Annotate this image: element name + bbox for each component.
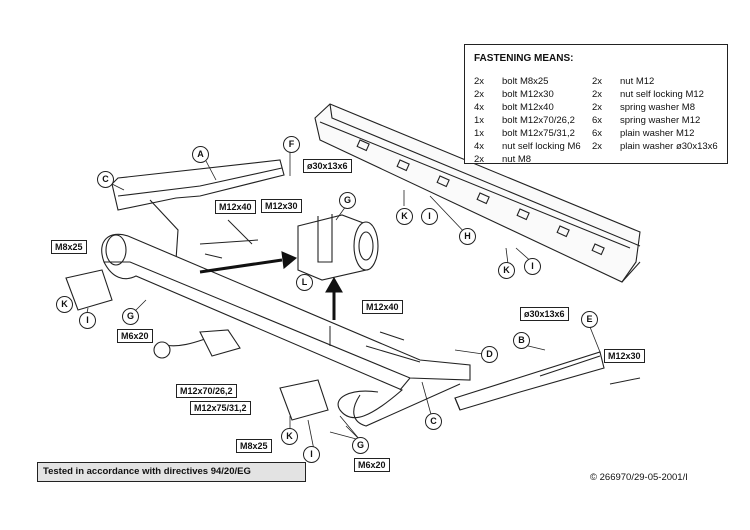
bolt-label-m12x70: M12x70/26,2 bbox=[176, 384, 237, 398]
fastening-item: 2x bolt M8x25 bbox=[474, 75, 581, 88]
fastening-qty: 2x bbox=[474, 76, 485, 87]
fastening-part: bolt M12x75/31,2 bbox=[502, 128, 575, 139]
fastening-item: 2x nut M8 bbox=[474, 153, 581, 166]
leader-lines bbox=[63, 150, 601, 451]
fastening-qty: 2x bbox=[592, 89, 603, 100]
fastening-qty: 2x bbox=[474, 154, 485, 165]
part-l-callout: L bbox=[296, 274, 313, 291]
fastening-means-legend: FASTENING MEANS: 2x bolt M8x25 2x bolt M12x… bbox=[464, 44, 728, 166]
main-cross-tube bbox=[101, 233, 471, 427]
fastening-item: 6x plain washer M12 bbox=[592, 127, 718, 140]
fastening-item: 2x plain washer ø30x13x6 bbox=[592, 140, 718, 153]
fastening-qty: 4x bbox=[474, 102, 485, 113]
fastening-part: spring washer M8 bbox=[620, 102, 695, 113]
part-f-callout: F bbox=[283, 136, 300, 153]
fastening-part: nut self locking M6 bbox=[502, 141, 581, 152]
fastening-part: bolt M12x30 bbox=[502, 89, 554, 100]
fastening-qty: 6x bbox=[592, 115, 603, 126]
fastening-part: nut M12 bbox=[620, 76, 655, 87]
fastening-item: 4x bolt M12x40 bbox=[474, 101, 581, 114]
right-side-bracket bbox=[454, 351, 605, 411]
bolt-label-m12x40-2: M12x40 bbox=[362, 300, 403, 314]
part-b-callout: B bbox=[513, 332, 530, 349]
part-a-callout: A bbox=[192, 146, 209, 163]
fastening-item: 2x nut self locking M12 bbox=[592, 88, 718, 101]
electrical-socket bbox=[297, 214, 379, 281]
fastening-qty: 2x bbox=[592, 102, 603, 113]
part-i-callout: I bbox=[79, 312, 96, 329]
part-g-callout: G bbox=[339, 192, 356, 209]
fastening-part: nut self locking M12 bbox=[620, 89, 704, 100]
fastening-item: 4x nut self locking M6 bbox=[474, 140, 581, 153]
fastening-item: 6x spring washer M12 bbox=[592, 114, 718, 127]
bolt-label-m12x30: M12x30 bbox=[261, 199, 302, 213]
bottom-mounting-plate bbox=[279, 379, 329, 421]
part-k-callout: K bbox=[56, 296, 73, 313]
fastening-list-right: 2x nut M12 2x nut self locking M12 2x spring … bbox=[592, 75, 718, 153]
fastening-part: spring washer M12 bbox=[620, 115, 701, 126]
fastening-qty: 1x bbox=[474, 115, 485, 126]
assembly-arrows bbox=[199, 251, 343, 320]
bolt-label-m12x40: M12x40 bbox=[215, 200, 256, 214]
bolt-label-m6x20: M6x20 bbox=[117, 329, 153, 343]
fastening-item: 1x bolt M12x70/26,2 bbox=[474, 114, 581, 127]
bolts bbox=[199, 219, 641, 385]
bolt-label-m12x30-2: M12x30 bbox=[604, 349, 645, 363]
fastening-part: bolt M12x70/26,2 bbox=[502, 115, 575, 126]
part-i-callout-2: I bbox=[421, 208, 438, 225]
fastening-part: bolt M12x40 bbox=[502, 102, 554, 113]
fastening-qty: 4x bbox=[474, 141, 485, 152]
washer-label-o30: ø30x13x6 bbox=[303, 159, 352, 173]
part-e-callout: E bbox=[581, 311, 598, 328]
bolt-label-m8x25-2: M8x25 bbox=[236, 439, 272, 453]
document-code: © 266970/29-05-2001/I bbox=[590, 472, 688, 483]
fastening-qty: 2x bbox=[592, 76, 603, 87]
part-g-callout-3: G bbox=[352, 437, 369, 454]
fastening-title: FASTENING MEANS: bbox=[474, 53, 574, 64]
fastening-item: 2x bolt M12x30 bbox=[474, 88, 581, 101]
fastening-item: 2x spring washer M8 bbox=[592, 101, 718, 114]
bolt-label-m6x20-2: M6x20 bbox=[354, 458, 390, 472]
fastening-part: plain washer M12 bbox=[620, 128, 695, 139]
part-i-callout-3: I bbox=[524, 258, 541, 275]
fastening-part: bolt M8x25 bbox=[502, 76, 549, 87]
vehicle-frame-rail bbox=[314, 103, 641, 283]
bolt-label-m12x75: M12x75/31,2 bbox=[190, 401, 251, 415]
fastening-part: plain washer ø30x13x6 bbox=[620, 141, 718, 152]
bolt-label-m8x25: M8x25 bbox=[51, 240, 87, 254]
directive-note: Tested in accordance with directives 94/… bbox=[37, 462, 306, 482]
left-mounting-plate bbox=[65, 269, 113, 311]
part-k-callout-2: K bbox=[396, 208, 413, 225]
fastening-qty: 2x bbox=[592, 141, 603, 152]
part-d-callout: D bbox=[481, 346, 498, 363]
part-k-callout-3: K bbox=[498, 262, 515, 279]
fastening-part: nut M8 bbox=[502, 154, 532, 165]
fastening-qty: 6x bbox=[592, 128, 603, 139]
fastening-item: 2x nut M12 bbox=[592, 75, 718, 88]
fastening-qty: 2x bbox=[474, 89, 485, 100]
part-h-callout: H bbox=[459, 228, 476, 245]
fastening-item: 1x bolt M12x75/31,2 bbox=[474, 127, 581, 140]
part-c-callout-2: C bbox=[425, 413, 442, 430]
part-k-callout-4: K bbox=[281, 428, 298, 445]
washer-label-o30-2: ø30x13x6 bbox=[520, 307, 569, 321]
part-i-callout-4: I bbox=[303, 446, 320, 463]
part-c-callout: C bbox=[97, 171, 114, 188]
part-g-callout-2: G bbox=[122, 308, 139, 325]
fastening-qty: 1x bbox=[474, 128, 485, 139]
tow-ball bbox=[153, 329, 241, 359]
